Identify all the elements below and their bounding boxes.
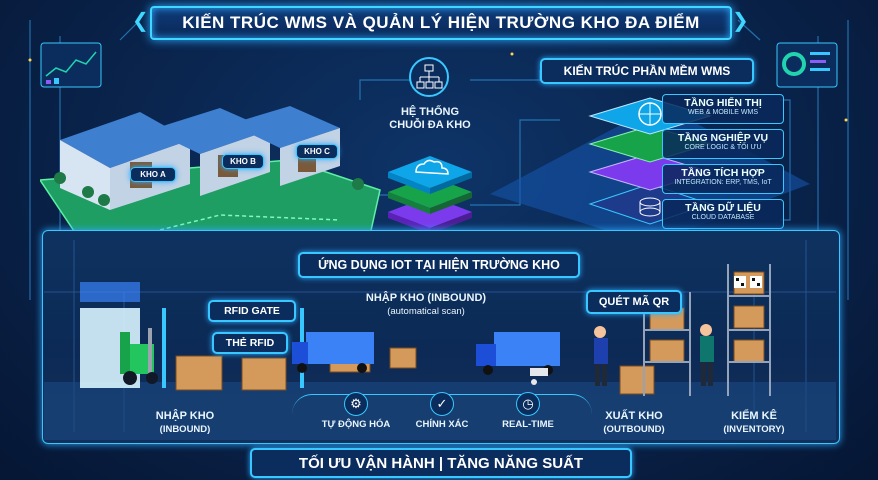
layer-business: TẦNG NGHIỆP VỤ CORE LOGIC & TỐI ƯU — [662, 129, 784, 159]
inbound-line-1: NHẬP KHO — [155, 410, 215, 422]
rfid-gate-label: RFID GATE — [208, 300, 296, 322]
inventory-line-2: (INVENTORY) — [723, 424, 785, 435]
warehouse-campus — [40, 106, 381, 240]
chevron-right-icon: ❯ — [732, 10, 749, 32]
layer-data-desc: CLOUD DATABASE — [691, 214, 755, 221]
outbound-line-1: XUẤT KHO — [605, 410, 663, 422]
page-title: KIẾN TRÚC WMS VÀ QUẢN LÝ HIỆN TRƯỜNG KHO… — [182, 13, 700, 32]
analytics-screen-icon — [776, 42, 838, 88]
feature-automation: ⚙ TỰ ĐỘNG HÓA — [316, 392, 396, 430]
feature-accuracy: ✓ CHÍNH XÁC — [402, 392, 482, 430]
footer-banner: TỐI ƯU VẬN HÀNH | TĂNG NĂNG SUẤT — [250, 448, 632, 478]
feature-realtime: ◷ REAL-TIME — [488, 392, 568, 430]
qr-scan-label: QUÉT MÃ QR — [586, 290, 682, 314]
layer-presentation: TẦNG HIỂN THỊ WEB & MOBILE WMS — [662, 94, 784, 124]
layer-presentation-name: TẦNG HIỂN THỊ — [684, 97, 762, 109]
title-banner: KIẾN TRÚC WMS VÀ QUẢN LÝ HIỆN TRƯỜNG KHO… — [150, 6, 732, 40]
layer-data: TẦNG DỮ LIỆU CLOUD DATABASE — [662, 199, 784, 229]
warehouse-label-a: KHO A — [130, 167, 176, 182]
feature-realtime-label: REAL-TIME — [502, 419, 554, 430]
network-hub-icon — [409, 57, 449, 97]
layer-integration: TẦNG TÍCH HỢP INTEGRATION: ERP, TMS, IoT — [662, 164, 784, 194]
inbound-center-label: NHẬP KHO (INBOUND) (automatical scan) — [356, 292, 496, 318]
layer-data-name: TẦNG DỮ LIỆU — [685, 202, 761, 214]
check-icon: ✓ — [430, 392, 454, 416]
outbound-label: XUẤT KHO (OUTBOUND) — [584, 410, 684, 436]
layer-integration-desc: INTEGRATION: ERP, TMS, IoT — [674, 179, 772, 186]
layer-presentation-desc: WEB & MOBILE WMS — [687, 109, 758, 116]
cloud-stack-icon — [388, 156, 472, 234]
rfid-tag-label: THẺ RFID — [212, 332, 288, 354]
inbound-center-line-1: NHẬP KHO (INBOUND) — [365, 292, 487, 304]
inventory-line-1: KIỂM KÊ — [731, 410, 777, 422]
layer-business-desc: CORE LOGIC & TỐI ƯU — [684, 144, 762, 151]
outbound-line-2: (OUTBOUND) — [603, 424, 665, 435]
gear-icon: ⚙ — [344, 392, 368, 416]
dashboard-screen-icon — [40, 42, 102, 88]
hub-title: HỆ THỐNG CHUỖI ĐA KHO — [378, 106, 482, 132]
hub-line-1: HỆ THỐNG — [400, 106, 460, 118]
feature-accuracy-label: CHÍNH XÁC — [415, 419, 469, 430]
inbound-line-2: (INBOUND) — [159, 424, 211, 435]
warehouse-label-c: KHO C — [296, 144, 338, 159]
inventory-label: KIỂM KÊ (INVENTORY) — [704, 410, 804, 436]
clock-icon: ◷ — [516, 392, 540, 416]
layer-business-name: TẦNG NGHIỆP VỤ — [677, 132, 769, 144]
inbound-label: NHẬP KHO (INBOUND) — [140, 410, 230, 436]
chevron-left-icon: ❮ — [132, 10, 149, 32]
layer-integration-name: TẦNG TÍCH HỢP — [681, 167, 765, 179]
software-heading: KIẾN TRÚC PHẦN MỀM WMS — [540, 58, 754, 84]
iot-heading: ỨNG DỤNG IOT TẠI HIỆN TRƯỜNG KHO — [298, 252, 580, 278]
inbound-center-line-2: (automatical scan) — [387, 306, 465, 317]
hub-line-2: CHUỖI ĐA KHO — [389, 119, 471, 131]
warehouse-label-b: KHO B — [222, 154, 264, 169]
feature-automation-label: TỰ ĐỘNG HÓA — [321, 419, 391, 430]
